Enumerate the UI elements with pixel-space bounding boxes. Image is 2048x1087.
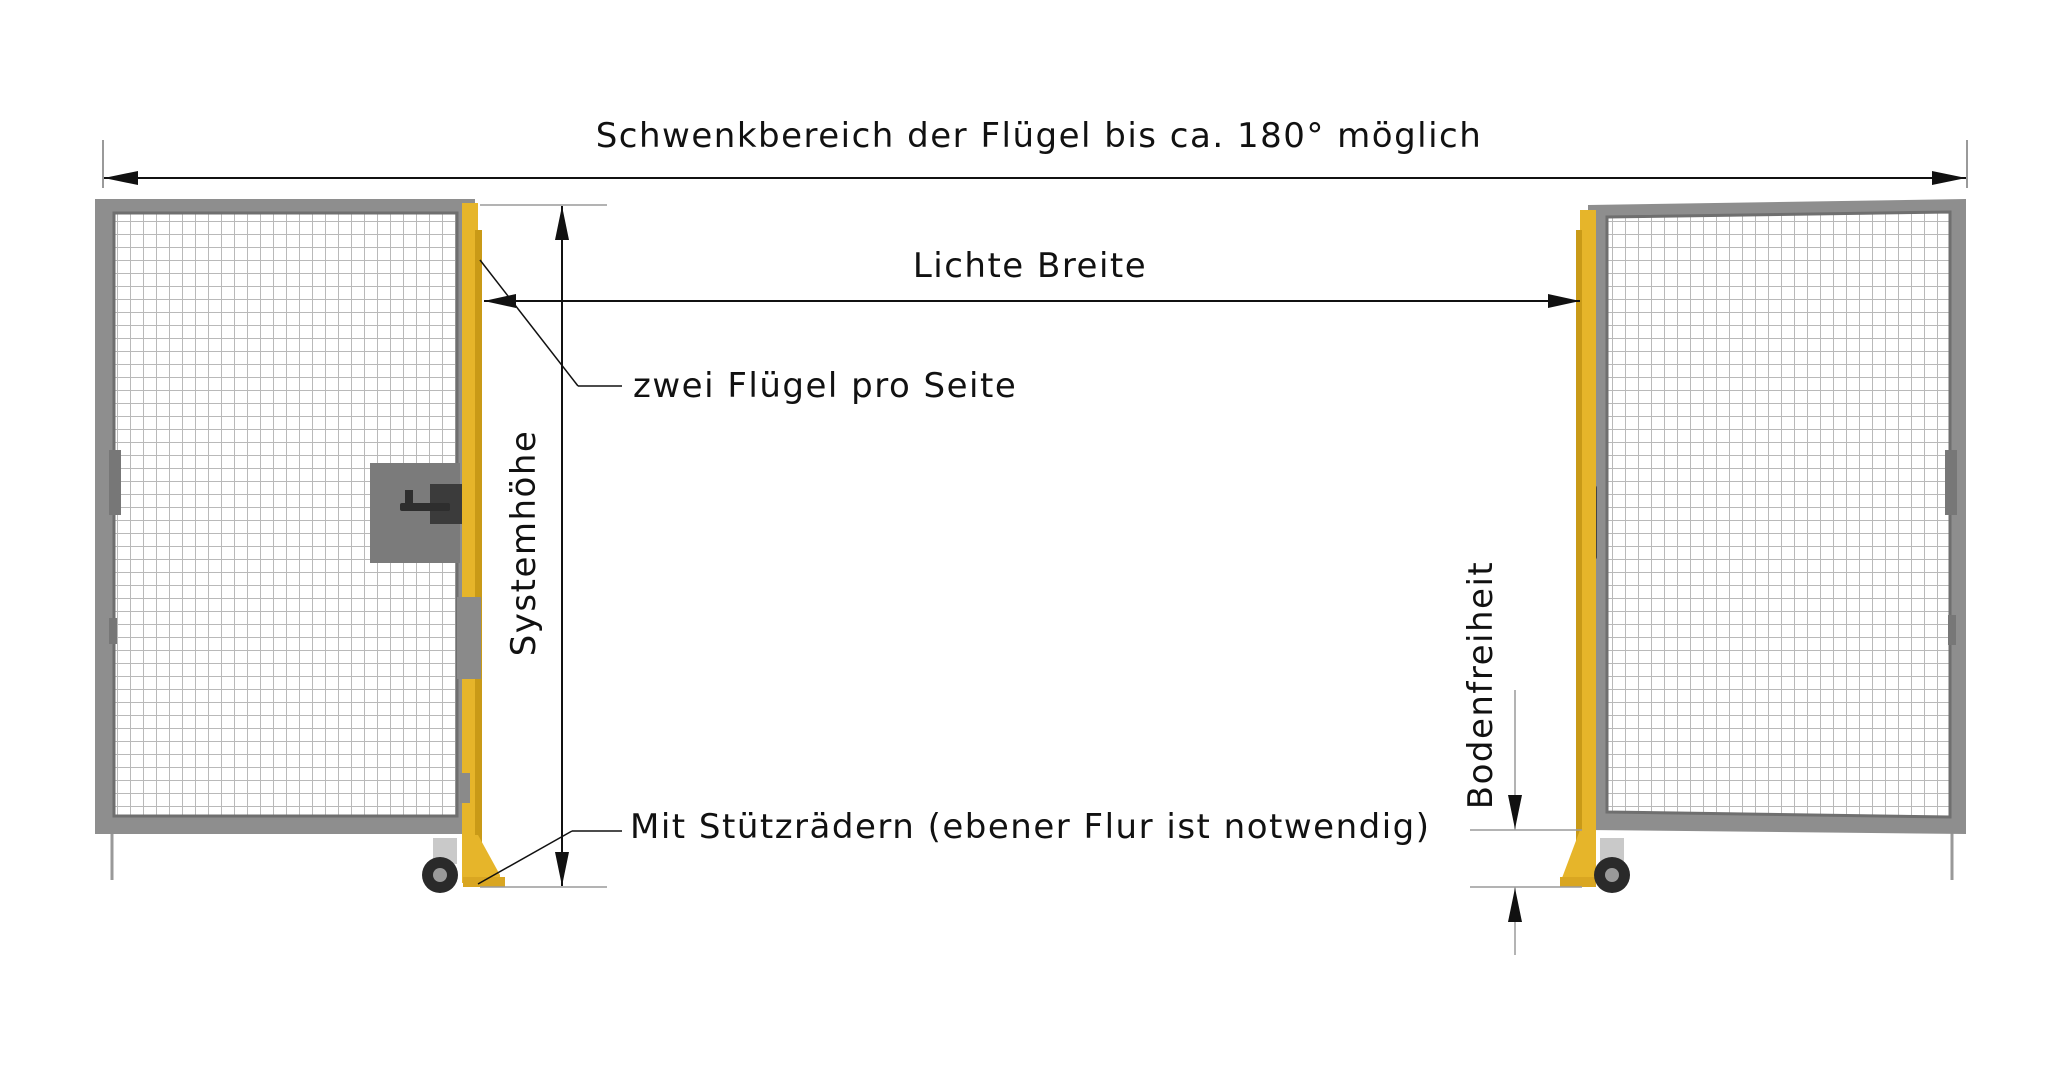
- right-yellow-post: [1560, 210, 1596, 887]
- left-support-wheel: [422, 838, 458, 893]
- left-leaf-hinge-bottom: [109, 618, 117, 644]
- support-wheels-callout: Mit Stützrädern (ebener Flur ist notwend…: [477, 807, 1431, 885]
- left-leaf-hinge-top: [109, 450, 121, 515]
- system-height-label: Systemhöhe: [504, 430, 544, 657]
- ground-clearance-arrow-top: [1508, 795, 1522, 829]
- clear-width-label: Lichte Breite: [913, 246, 1147, 286]
- right-leaf-mesh: [1607, 212, 1950, 817]
- swing-range-label: Schwenkbereich der Flügel bis ca. 180° m…: [596, 116, 1483, 156]
- left-gate-leaf: [95, 199, 475, 880]
- system-height-dimension: Systemhöhe: [480, 204, 607, 888]
- two-leaves-callout: zwei Flügel pro Seite: [479, 259, 1017, 406]
- ground-clearance-arrow-bottom: [1508, 888, 1522, 922]
- swing-range-arrow-right: [1932, 171, 1966, 185]
- swing-range-arrow-left: [104, 171, 138, 185]
- ground-clearance-dimension: Bodenfreiheit: [1461, 561, 1582, 955]
- ground-clearance-label: Bodenfreiheit: [1461, 561, 1501, 810]
- right-leaf-hinge-bottom: [1948, 615, 1956, 645]
- right-gate-leaf: [1583, 199, 1966, 880]
- support-wheels-label: Mit Stützrädern (ebener Flur ist notwend…: [630, 807, 1431, 847]
- swing-range-dimension: Schwenkbereich der Flügel bis ca. 180° m…: [102, 116, 1968, 188]
- right-support-wheel: [1594, 838, 1630, 893]
- right-leaf-hinge-top: [1945, 450, 1957, 515]
- clear-width-dimension: Lichte Breite: [484, 246, 1580, 308]
- left-yellow-post: [457, 203, 505, 887]
- two-leaves-label: zwei Flügel pro Seite: [633, 366, 1017, 406]
